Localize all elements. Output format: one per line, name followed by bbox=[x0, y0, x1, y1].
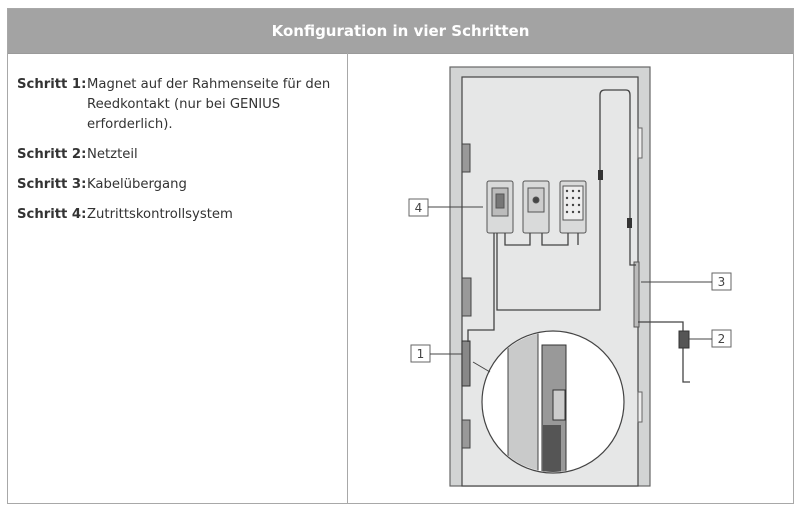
keypad bbox=[565, 189, 581, 214]
power-supply bbox=[678, 330, 690, 349]
hinge-bottom bbox=[461, 419, 471, 449]
step-4-text: Zutrittskontrollsystem bbox=[87, 207, 233, 222]
frame-strike-bottom bbox=[637, 391, 643, 423]
access-devices bbox=[486, 180, 587, 234]
callout-4-label: 4 bbox=[415, 201, 423, 215]
step-2: Schritt 2:Netzteil bbox=[17, 145, 347, 165]
lock-cable bbox=[467, 233, 495, 342]
step-1-text: Magnet auf der Rahmenseite für den Reedk… bbox=[87, 77, 331, 132]
hinge-middle bbox=[461, 277, 472, 317]
table-header: Konfiguration in vier Schritten bbox=[8, 9, 793, 54]
step-3-label: Schritt 3: bbox=[17, 177, 87, 192]
callout-1: 1 bbox=[410, 344, 462, 363]
cable-transition bbox=[633, 261, 640, 328]
callout-2: 2 bbox=[689, 329, 732, 348]
magnifier-pointer bbox=[472, 361, 491, 373]
callout-3-label: 3 bbox=[718, 275, 726, 289]
lock-detail bbox=[507, 332, 567, 472]
frame-strike-top bbox=[637, 127, 643, 159]
callout-1-label: 1 bbox=[417, 347, 425, 361]
fingerprint-pad bbox=[495, 193, 505, 209]
cables bbox=[467, 89, 690, 383]
hinge-top bbox=[461, 143, 471, 173]
step-4: Schritt 4:Zutrittskontrollsystem bbox=[17, 205, 347, 225]
mains-cable bbox=[682, 348, 690, 383]
main-cable bbox=[496, 89, 636, 311]
step-1: Schritt 1:Magnet auf der Rahmenseite für… bbox=[17, 75, 347, 135]
step-2-text: Netzteil bbox=[87, 147, 138, 162]
steps-list: Schritt 1:Magnet auf der Rahmenseite für… bbox=[8, 53, 348, 503]
callout-4: 4 bbox=[408, 198, 483, 217]
cable-connector bbox=[598, 170, 603, 180]
lock-magnet bbox=[461, 340, 471, 387]
power-cable bbox=[638, 321, 684, 332]
callout-3: 3 bbox=[641, 272, 732, 291]
step-2-label: Schritt 2: bbox=[17, 147, 87, 162]
configuration-table: Konfiguration in vier Schritten Schritt … bbox=[7, 8, 794, 504]
callout-2-label: 2 bbox=[718, 332, 726, 346]
rfid-icon bbox=[532, 196, 540, 204]
step-3: Schritt 3:Kabelübergang bbox=[17, 175, 347, 195]
device-bus-cable bbox=[504, 233, 579, 246]
cable-connector bbox=[627, 218, 632, 228]
step-4-label: Schritt 4: bbox=[17, 207, 87, 222]
step-1-label: Schritt 1: bbox=[17, 77, 87, 92]
step-3-text: Kabelübergang bbox=[87, 177, 187, 192]
